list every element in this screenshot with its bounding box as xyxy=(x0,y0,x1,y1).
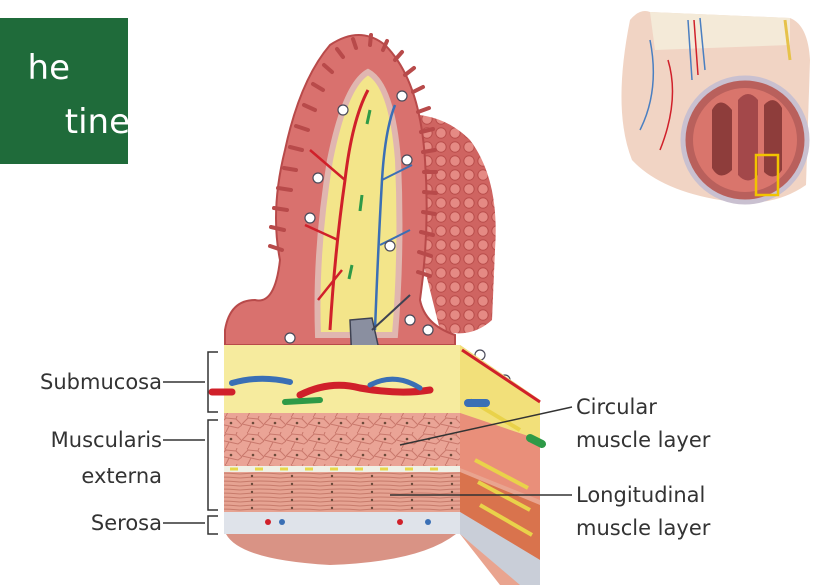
circular-muscle-layer xyxy=(224,413,460,472)
label-longitudinal-line1: Longitudinal xyxy=(576,483,705,507)
block-side-face xyxy=(460,345,542,585)
label-muscularis-line1: Muscularis xyxy=(12,428,162,452)
submucosa-layer xyxy=(212,345,460,413)
label-submucosa: Submucosa xyxy=(12,370,162,394)
label-longitudinal-line2: muscle layer xyxy=(576,516,710,540)
label-circular-line2: muscle layer xyxy=(576,428,710,452)
inset-intestine-cross-section xyxy=(621,11,810,203)
label-serosa: Serosa xyxy=(12,511,162,535)
serosa-layer xyxy=(224,512,460,565)
label-muscularis-line2: externa xyxy=(12,464,162,488)
longitudinal-muscle-layer xyxy=(224,472,460,512)
label-circular-line1: Circular xyxy=(576,395,657,419)
